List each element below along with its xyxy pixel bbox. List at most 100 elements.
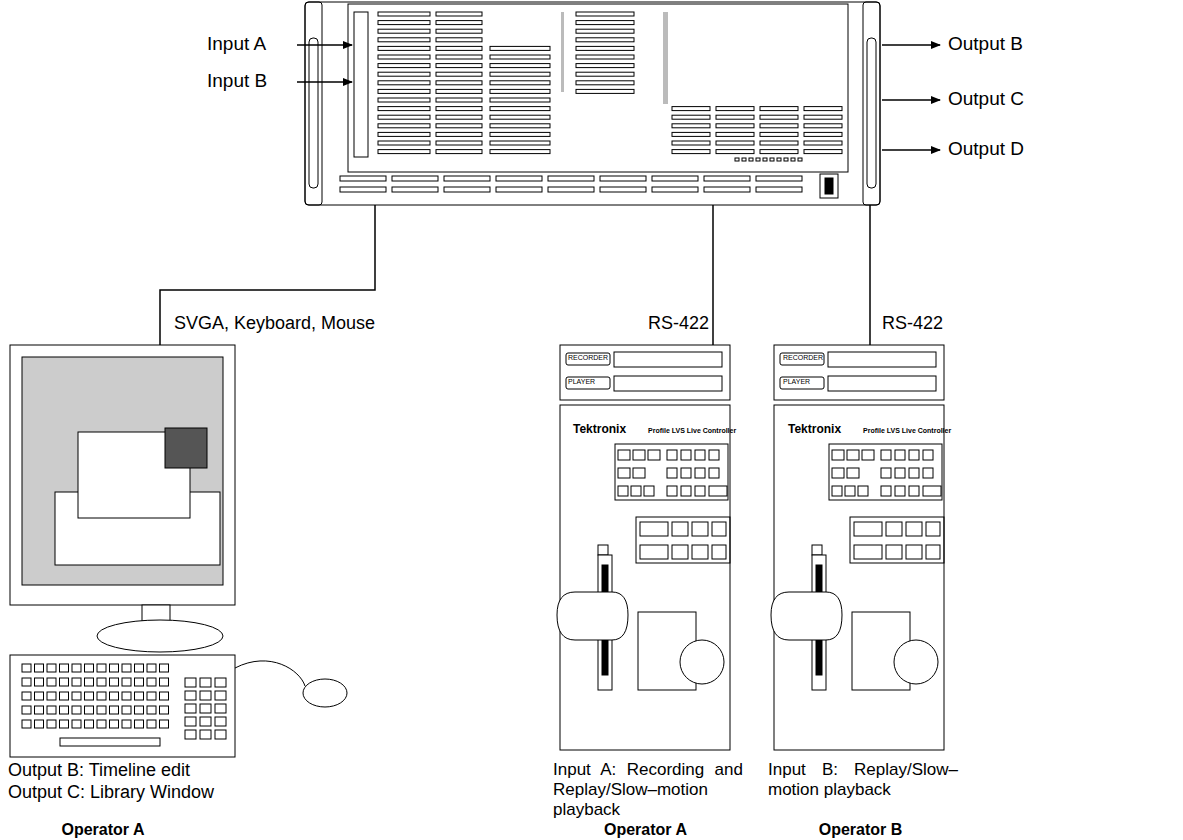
- vent-slot: [756, 176, 802, 181]
- key: [160, 664, 169, 672]
- output-label: Output D: [948, 138, 1024, 160]
- key: [60, 720, 69, 728]
- cable-label: RS-422: [880, 313, 945, 334]
- key: [35, 678, 44, 686]
- vent-slot: [378, 46, 430, 50]
- key: [215, 730, 226, 739]
- vent-slot: [576, 38, 634, 42]
- key: [110, 720, 119, 728]
- led: [735, 158, 739, 161]
- vent-slot: [672, 141, 710, 145]
- panel-label: PLAYER: [783, 378, 810, 386]
- key: [200, 704, 211, 713]
- vent-slot: [378, 107, 430, 111]
- vent-slot: [576, 55, 634, 59]
- vent-slot: [378, 115, 430, 119]
- vent-slot: [378, 150, 430, 154]
- key: [215, 691, 226, 700]
- vent-slot: [804, 150, 842, 154]
- vent-slot: [576, 29, 634, 33]
- vent-slot: [576, 81, 634, 85]
- vent-slot: [378, 81, 430, 85]
- vent-slot: [716, 107, 754, 111]
- key: [35, 720, 44, 728]
- key: [185, 717, 196, 726]
- key: [47, 706, 56, 714]
- key: [72, 664, 81, 672]
- key: [72, 706, 81, 714]
- vent-slot: [436, 98, 482, 102]
- key: [200, 730, 211, 739]
- vent-slot: [378, 12, 430, 16]
- led: [798, 158, 802, 161]
- key: [47, 664, 56, 672]
- vent-slot: [436, 38, 482, 42]
- key: [97, 720, 106, 728]
- vent-slot: [716, 132, 754, 136]
- key: [215, 717, 226, 726]
- output-label: Output B: [948, 33, 1023, 55]
- vent-slot: [600, 187, 646, 192]
- vent-slot: [804, 124, 842, 128]
- vent-slot: [576, 64, 634, 68]
- vent-slot: [444, 187, 490, 192]
- key: [160, 692, 169, 700]
- vent-slot: [804, 115, 842, 119]
- vent-slot: [490, 89, 550, 93]
- key: [160, 706, 169, 714]
- output-label: Output C: [948, 88, 1024, 110]
- led: [784, 158, 788, 161]
- led: [742, 158, 746, 161]
- vent-slot: [378, 98, 430, 102]
- led: [749, 158, 753, 161]
- vent-slot: [436, 29, 482, 33]
- key: [60, 706, 69, 714]
- vent-slot: [392, 187, 438, 192]
- key: [147, 720, 156, 728]
- vent-slot: [490, 55, 550, 59]
- panel-label: RECORDER: [783, 354, 823, 362]
- key: [135, 720, 144, 728]
- key: [22, 720, 31, 728]
- key: [110, 706, 119, 714]
- vent-slot: [490, 115, 550, 119]
- key: [47, 678, 56, 686]
- vent-slot: [378, 55, 430, 59]
- vent-slot: [490, 107, 550, 111]
- panel-label: RECORDER: [568, 354, 608, 362]
- vent-slot: [576, 46, 634, 50]
- vent-slot: [340, 176, 386, 181]
- brand-label: Tektronix: [573, 423, 626, 437]
- key: [47, 720, 56, 728]
- vent-slot: [436, 55, 482, 59]
- vent-slot: [672, 107, 710, 111]
- key: [22, 664, 31, 672]
- key: [160, 678, 169, 686]
- key: [122, 720, 131, 728]
- vent-slot: [756, 187, 802, 192]
- vent-slot: [436, 81, 482, 85]
- vent-slot: [716, 124, 754, 128]
- vent-slot: [436, 46, 482, 50]
- brand-label: Tektronix: [788, 423, 841, 437]
- key: [97, 706, 106, 714]
- cable-label: SVGA, Keyboard, Mouse: [172, 313, 377, 334]
- vent-slot: [490, 132, 550, 136]
- vent-slot: [490, 141, 550, 145]
- vent-slot: [496, 187, 542, 192]
- key: [147, 692, 156, 700]
- server-unit: [305, 2, 880, 205]
- vent-slot: [378, 89, 430, 93]
- key: [122, 706, 131, 714]
- key: [22, 706, 31, 714]
- key: [122, 664, 131, 672]
- vent-slot: [760, 124, 798, 128]
- led: [763, 158, 767, 161]
- vent-slot: [436, 12, 482, 16]
- key: [97, 678, 106, 686]
- key: [35, 706, 44, 714]
- key: [185, 704, 196, 713]
- vent-slot: [436, 21, 482, 25]
- operator-label: Operator A: [553, 821, 738, 839]
- vent-slot: [652, 176, 698, 181]
